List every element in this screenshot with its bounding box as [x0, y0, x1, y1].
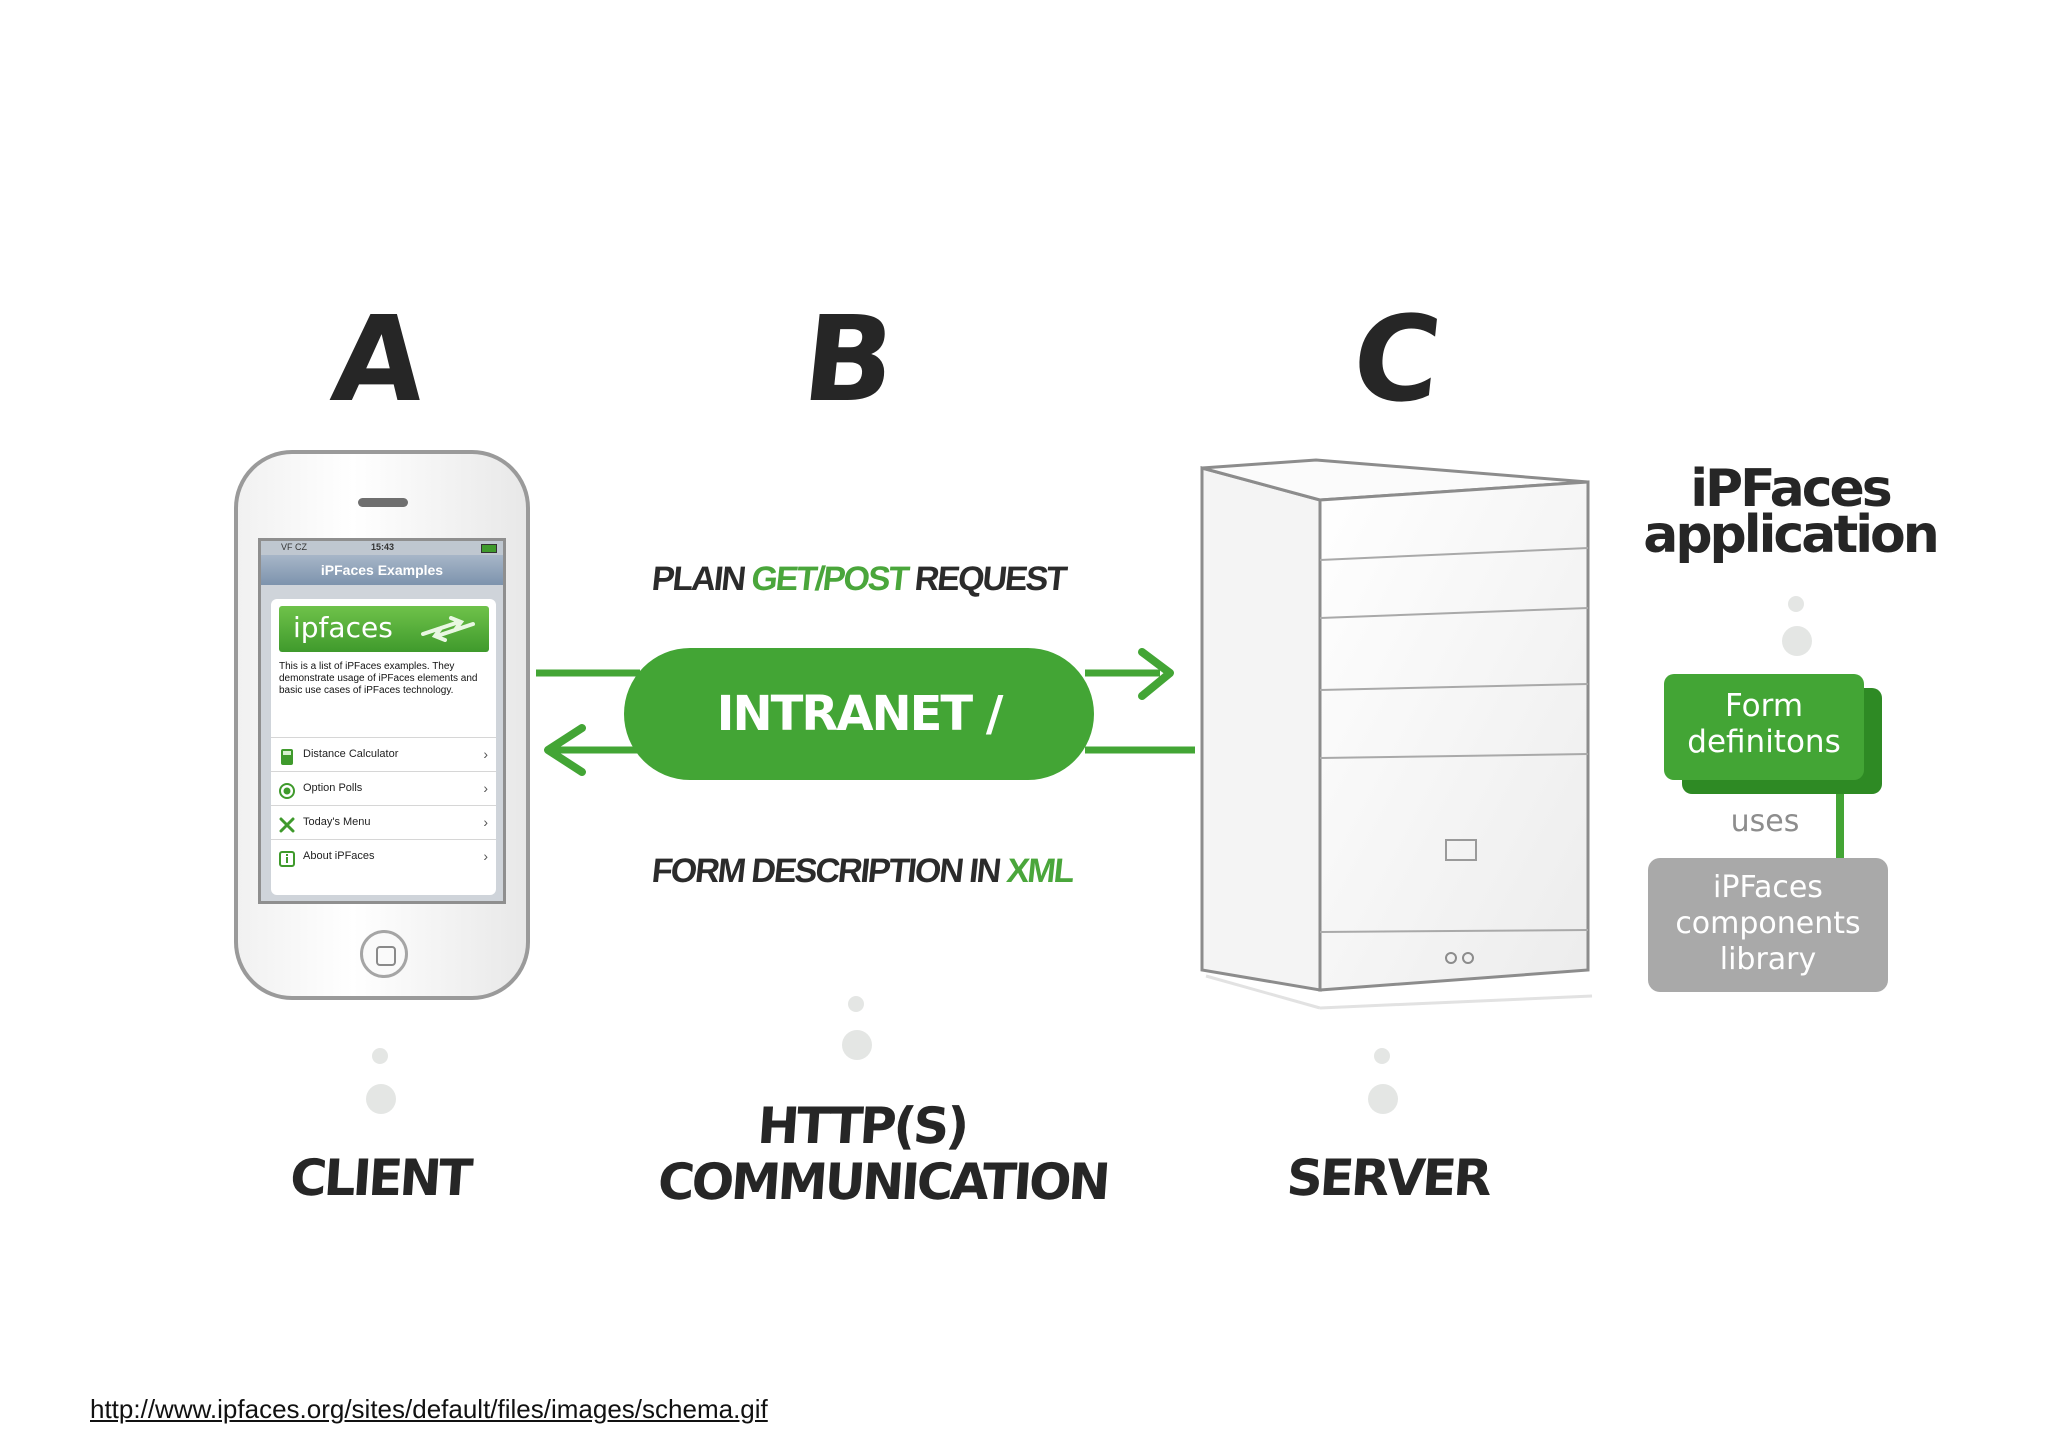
connector-dot — [372, 1048, 388, 1064]
arrows-icon — [421, 616, 475, 642]
status-carrier: VF CZ — [281, 542, 307, 552]
chevron-right-icon: › — [483, 848, 488, 864]
chevron-right-icon: › — [483, 746, 488, 762]
connector-dot — [842, 1030, 872, 1060]
connector-dot — [366, 1084, 396, 1114]
ipfaces-logo: ipfaces — [279, 606, 489, 652]
response-prefix: FORM DESCRIPTION IN — [650, 852, 1009, 890]
lib-box-line2: components — [1675, 906, 1861, 941]
menu-item-option-polls[interactable]: Option Polls › — [271, 771, 496, 805]
form-box-line1: Form — [1724, 688, 1804, 724]
response-format: XML — [1004, 852, 1075, 890]
server-tower — [1200, 458, 1593, 1010]
menu-item-label: Option Polls — [303, 782, 363, 794]
components-library-box: iPFaces components library — [1648, 858, 1888, 992]
info-icon — [279, 848, 295, 867]
home-square-icon — [376, 946, 396, 966]
status-time: 15:43 — [371, 542, 395, 552]
communication-label-line1: HTTP(S) — [755, 1097, 969, 1155]
connector-dot — [1374, 1048, 1390, 1064]
request-plain: PLAIN — [650, 560, 754, 598]
intranet-internet-pill: INTRANET / INTERNET — [624, 648, 1094, 874]
column-letter-b: B — [796, 290, 900, 428]
connector-dot — [1782, 626, 1812, 656]
server-label: SERVER — [1284, 1149, 1492, 1207]
chevron-right-icon: › — [483, 814, 488, 830]
arrow-right-icon — [1138, 648, 1174, 700]
application-title-line1: iPFaces — [1690, 459, 1893, 519]
lib-box-line3: library — [1719, 942, 1817, 977]
drive-slot-icon — [1445, 839, 1477, 861]
response-caption: FORM DESCRIPTION IN XML — [650, 852, 1075, 891]
menu-item-label: About iPFaces — [303, 850, 375, 862]
form-definitions-box: Form definitons — [1664, 674, 1864, 780]
menu-item-todays-menu[interactable]: Today's Menu › — [271, 805, 496, 839]
arrow-left-icon — [544, 724, 586, 776]
phone-client: VF CZ 15:43 iPFaces Examples ipfaces Thi… — [234, 450, 530, 1000]
radio-icon — [279, 780, 295, 799]
request-method: GET/POST — [749, 560, 910, 598]
menu-item-about-ipfaces[interactable]: About iPFaces › — [271, 839, 496, 873]
phone-speaker — [358, 498, 408, 507]
connector-dot — [1788, 596, 1804, 612]
intro-text: This is a list of iPFaces examples. They… — [279, 661, 478, 696]
lib-box-line1: iPFaces — [1713, 870, 1823, 905]
column-letter-a: A — [326, 290, 430, 428]
form-box-line2: definitons — [1687, 724, 1841, 760]
column-letter-c: C — [1346, 290, 1446, 428]
source-url-link[interactable]: http://www.ipfaces.org/sites/default/fil… — [90, 1394, 768, 1424]
network-arrows — [536, 648, 1195, 776]
calculator-icon — [279, 746, 295, 765]
uses-connector-line — [1836, 794, 1844, 858]
chevron-right-icon: › — [483, 780, 488, 796]
application-title-line2: application — [1643, 505, 1940, 565]
home-button — [360, 930, 408, 978]
phone-screen: VF CZ 15:43 iPFaces Examples ipfaces Thi… — [258, 538, 506, 904]
connector-dot — [848, 996, 864, 1012]
phone-content-card: ipfaces This is a list of iPFaces exampl… — [271, 599, 496, 895]
request-caption: PLAIN GET/POST REQUEST — [650, 560, 1067, 599]
phone-status-bar: VF CZ 15:43 — [261, 541, 503, 555]
cutlery-icon — [279, 814, 295, 833]
menu-item-label: Today's Menu — [303, 816, 371, 828]
phone-nav-bar: iPFaces Examples — [261, 555, 503, 585]
communication-label-line2: COMMUNICATION — [656, 1153, 1110, 1211]
logo-text: ipfaces — [293, 611, 393, 644]
battery-icon — [481, 544, 497, 553]
connector-dot — [1368, 1084, 1398, 1114]
communication-label: HTTP(S) COMMUNICATION — [656, 1097, 1110, 1211]
application-title: iPFaces application — [1640, 459, 1940, 565]
request-suffix: REQUEST — [905, 560, 1068, 598]
uses-label: uses — [1730, 804, 1800, 839]
menu-item-distance-calculator[interactable]: Distance Calculator › — [271, 737, 496, 771]
menu-item-label: Distance Calculator — [303, 748, 399, 760]
client-label: CLIENT — [288, 1149, 472, 1207]
